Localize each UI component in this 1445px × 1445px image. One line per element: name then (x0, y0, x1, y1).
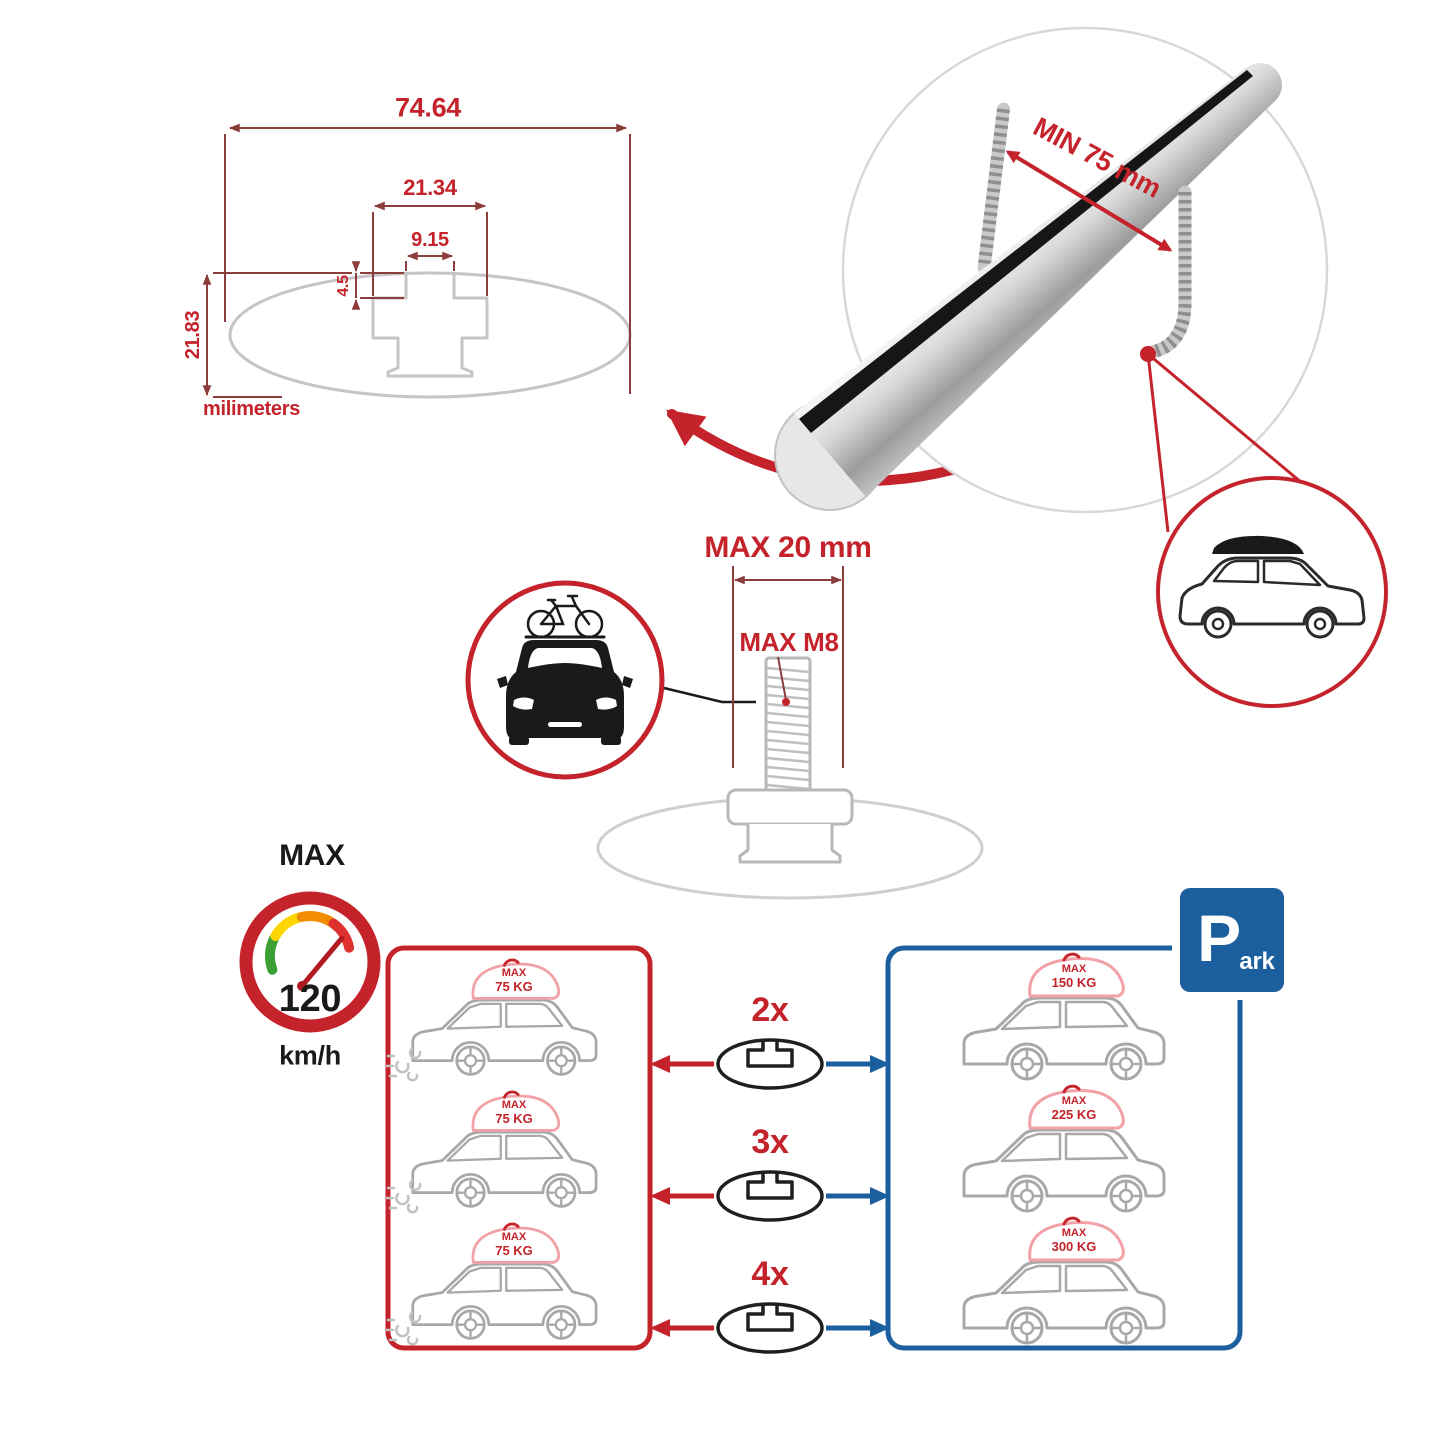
dim-channel-width: 21.34 (403, 175, 457, 200)
pointer-line (663, 686, 756, 704)
max-length-label: MAX 20 mm (704, 531, 872, 564)
parked-car-3: MAX 300 KG (948, 1216, 1178, 1348)
left-arrow-icon (650, 1187, 670, 1205)
parked-car-1: MAX 150 KG (948, 952, 1178, 1084)
multiplier-3x: 3x (751, 1123, 789, 1161)
crossbar-cross-section (228, 271, 632, 399)
car-front-icon (497, 640, 633, 745)
dim-total-height: 21.83 (182, 310, 204, 360)
speed-unit: km/h (279, 1040, 341, 1071)
park-sign-suffix: ark (1239, 948, 1275, 975)
roof-load-label: MAX 75 KG (495, 967, 533, 994)
dim-slot-depth: 4.5 (335, 275, 352, 297)
multiplier-4x: 4x (751, 1255, 789, 1293)
mounting-bolt-drawing (596, 656, 984, 900)
right-arrow-icon (870, 1187, 890, 1205)
crossbar-photo-circle (774, 26, 1371, 542)
u-bolt-icon (1145, 185, 1192, 359)
multiplier-2x: 2x (751, 991, 789, 1029)
bolt-dimension-lines (732, 566, 844, 768)
bar-count-icon (716, 1302, 824, 1354)
parking-sign (1172, 880, 1292, 1000)
cross-section-dimension-lines (202, 123, 631, 398)
units-label: milimeters (203, 398, 301, 420)
driving-car-2: MAX 75 KG (398, 1090, 609, 1211)
roof-load-label: MAX 300 KG (1051, 1227, 1097, 1254)
suv-roofbox-icon (1178, 535, 1366, 639)
driving-car-1: MAX 75 KG (398, 958, 609, 1079)
gauge-needle (297, 935, 345, 991)
dim-slot-width: 9.15 (411, 229, 449, 251)
dim-total-width: 74.64 (394, 92, 462, 123)
bar-count-icon (716, 1170, 824, 1222)
min-distance-arrow (1005, 150, 1173, 252)
bike-car-circle (465, 580, 756, 780)
bar-count-icon (716, 1038, 824, 1090)
u-bolt-icon (977, 102, 1011, 275)
park-sign-letter: P (1197, 901, 1241, 975)
left-arrow-icon (650, 1055, 670, 1073)
right-arrow-icon (870, 1055, 890, 1073)
bar-count-row (650, 1302, 890, 1354)
parked-car-2: MAX 225 KG (948, 1084, 1178, 1216)
thread-dot (782, 698, 790, 706)
speed-heading: MAX (279, 839, 345, 872)
roof-load-label: MAX 75 KG (495, 1099, 533, 1126)
bar-count-row (650, 1038, 890, 1090)
gauge-arcs (264, 911, 355, 975)
roof-load-label: MAX 150 KG (1051, 963, 1097, 990)
max-thread-label: MAX M8 (739, 627, 839, 657)
bar-count-row (650, 1170, 890, 1222)
left-arrow-icon (650, 1319, 670, 1337)
driving-car-3: MAX 75 KG (398, 1222, 609, 1343)
suv-roofbox-circle (1156, 476, 1388, 708)
speedometer-icon (239, 891, 381, 1033)
bike-icon (524, 594, 606, 639)
roof-load-label: MAX 75 KG (495, 1231, 533, 1258)
speed-value: 120 (278, 978, 342, 1020)
right-arrow-icon (870, 1319, 890, 1337)
roof-load-label: MAX 225 KG (1051, 1095, 1097, 1122)
